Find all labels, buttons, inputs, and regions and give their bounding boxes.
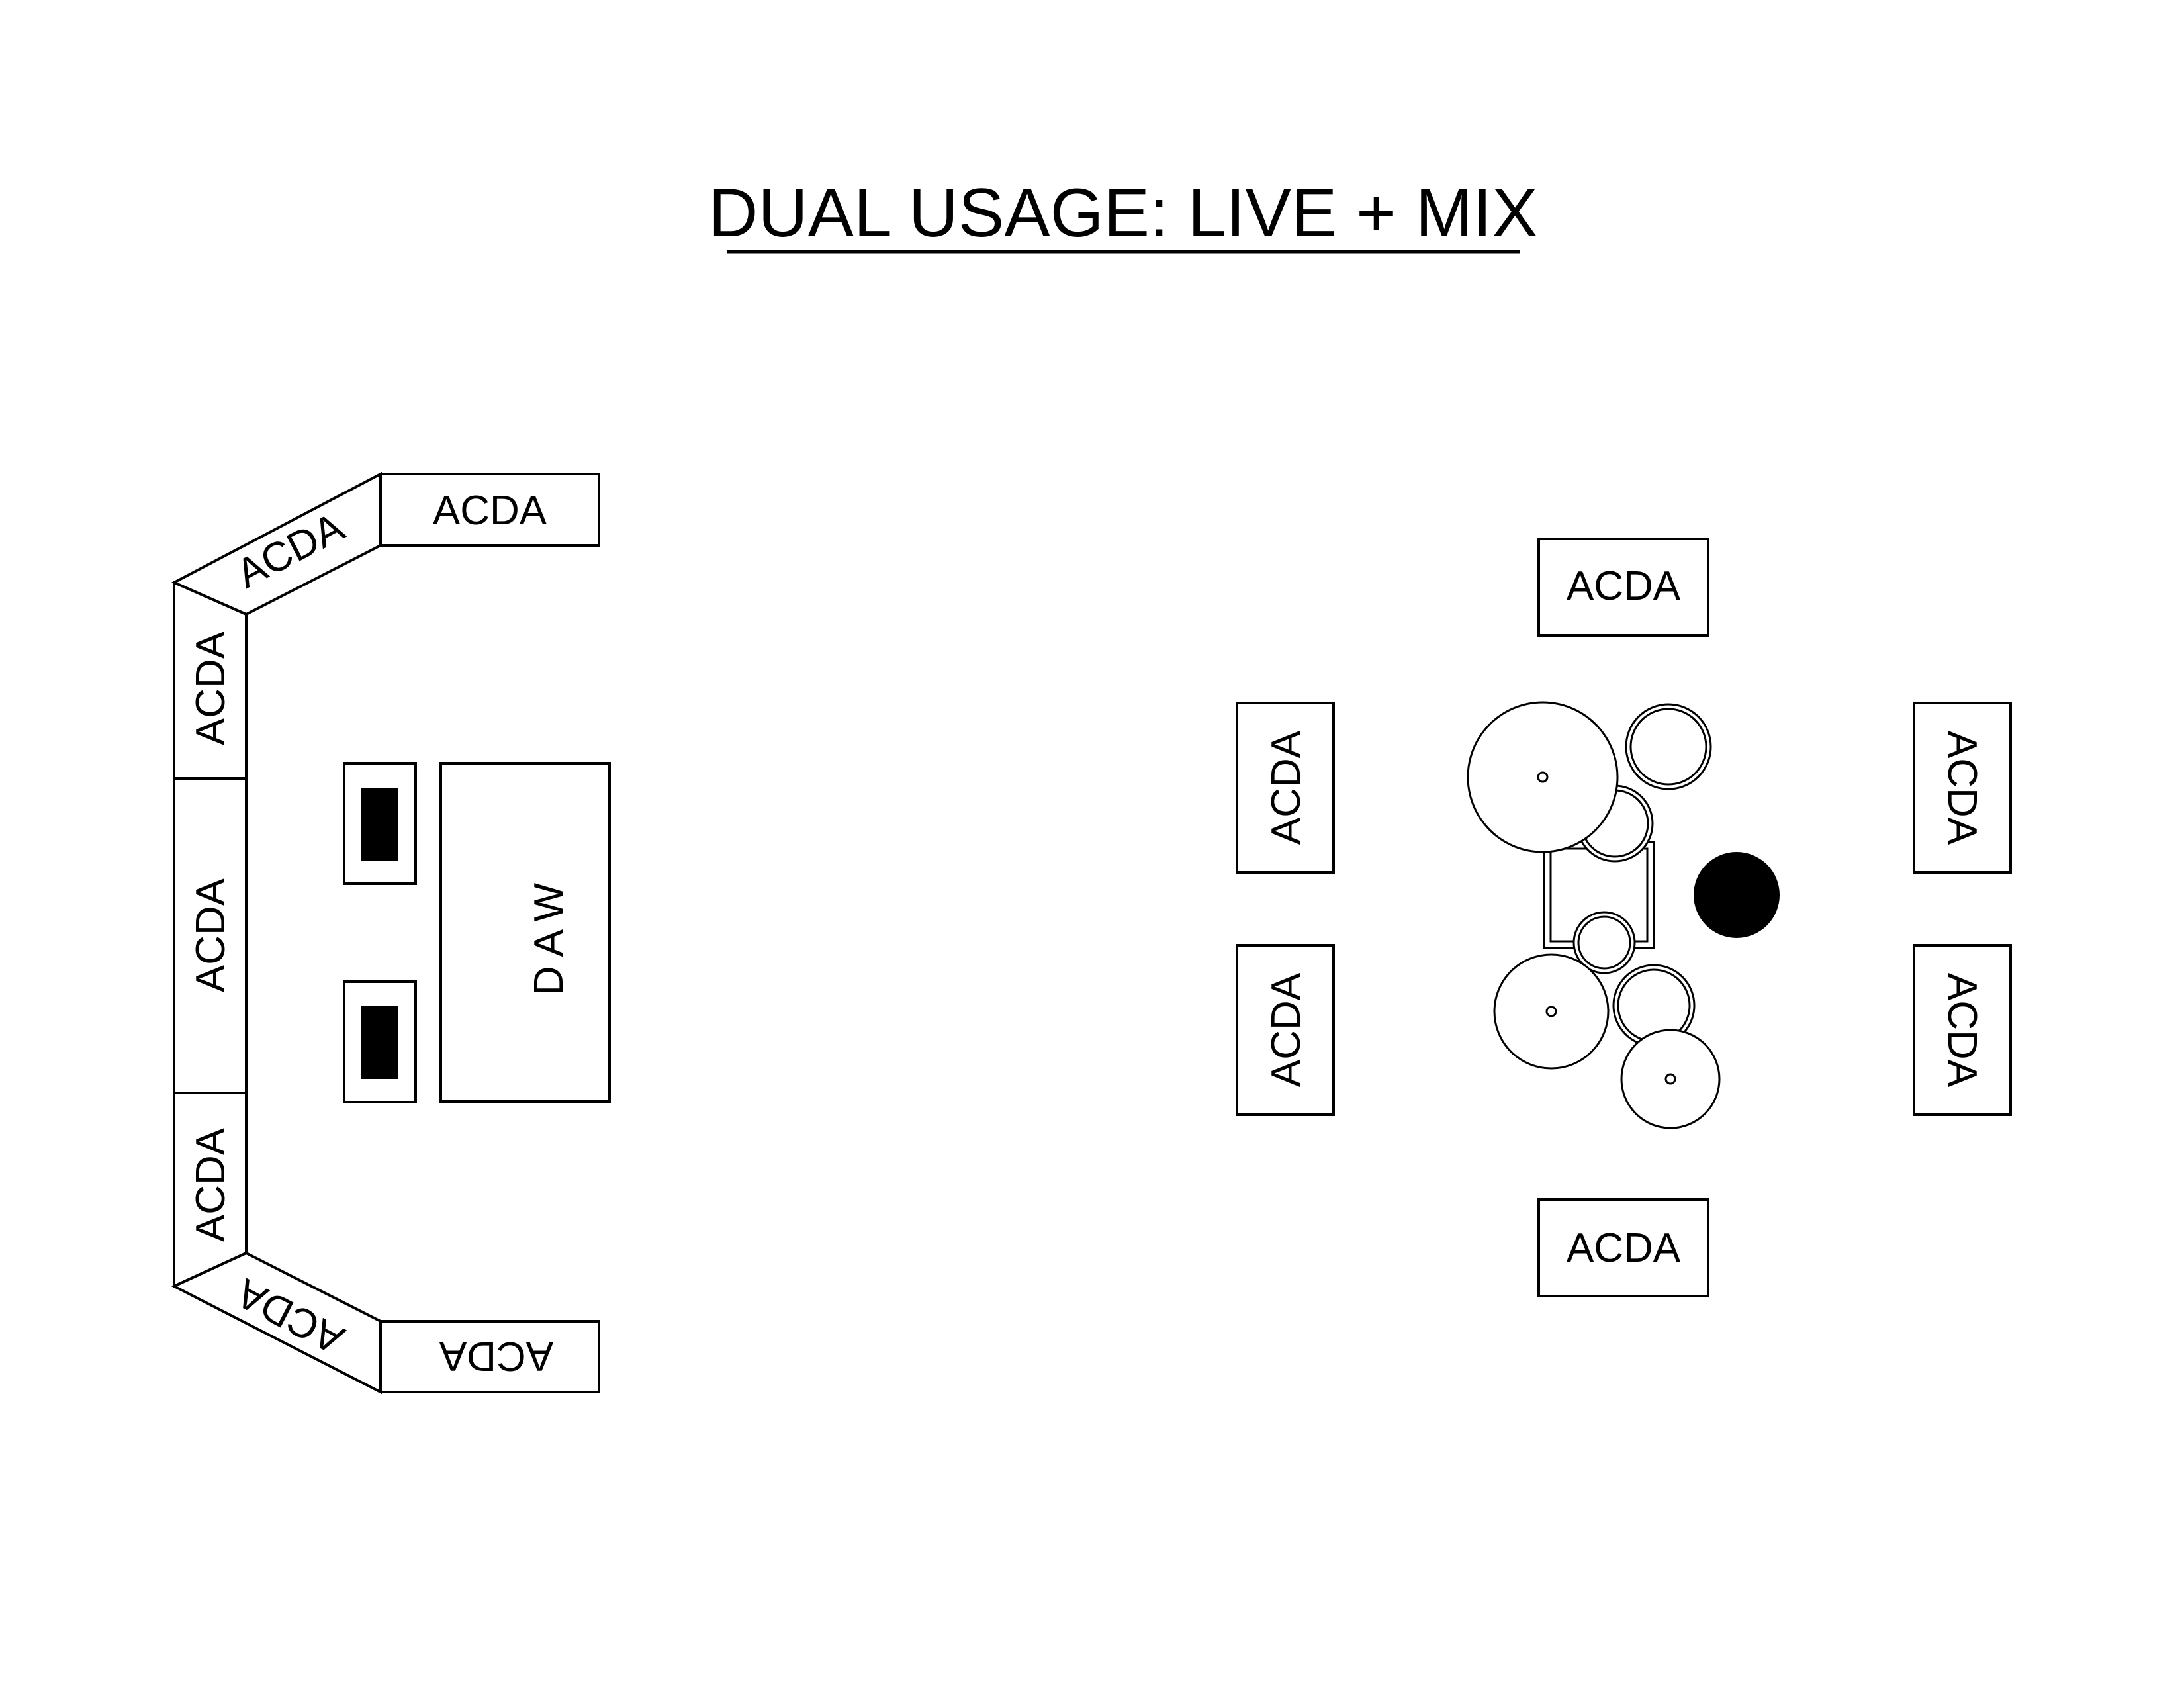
acoustic-panel-left-lower: ACDA — [1236, 944, 1335, 1116]
panel-label: ACDA — [188, 1127, 234, 1242]
panel-shape — [379, 1320, 600, 1393]
panel-shape — [1236, 944, 1335, 1116]
acoustic-panel-bottom-angled: ACDA — [171, 1251, 382, 1395]
panel-shape — [1913, 944, 2012, 1116]
panel-shape — [1913, 702, 2012, 874]
daw-desk: DAW — [439, 762, 611, 1103]
acoustic-panel-left-upper: ACDA — [1236, 702, 1335, 874]
diagram-title: DUAL USAGE: LIVE + MIX — [708, 175, 1537, 252]
snare-drum-rim — [1577, 915, 1631, 970]
live-room: ACDA ACDA ACDA ACDA ACDA ACDA — [1236, 538, 2012, 1297]
acoustic-panel-bottom-right: ACDA — [379, 1320, 600, 1393]
acoustic-panel-bottom: ACDA — [1537, 1198, 1709, 1297]
panel-shape — [1236, 702, 1335, 874]
studio-monitor-icon — [343, 980, 417, 1103]
panel-label: ACDA — [188, 878, 234, 992]
panel-shape — [1537, 538, 1709, 637]
desk-shape — [439, 762, 611, 1103]
monitor-driver — [361, 1006, 398, 1079]
panel-label: ACDA — [433, 488, 547, 534]
panel-shape — [1537, 1198, 1709, 1297]
acoustic-panel-top-angled: ACDA — [171, 471, 382, 616]
panel-shape — [173, 777, 248, 1094]
diagram-title-group: DUAL USAGE: LIVE + MIX — [708, 175, 1538, 254]
acoustic-panel-left-upper: ACDA — [173, 580, 248, 780]
acoustic-panel-top-right: ACDA — [379, 473, 600, 547]
studio-monitor-icon — [343, 762, 417, 885]
drum-kit-icon — [1467, 701, 1721, 1129]
panel-label: ACDA — [1567, 1225, 1681, 1271]
panel-label: ACDA — [1939, 973, 1985, 1088]
acoustic-panel-right-lower: ACDA — [1913, 944, 2012, 1116]
acoustic-panel-left-lower: ACDA — [173, 1092, 248, 1289]
panel-label: ACDA — [439, 1333, 553, 1379]
floor-tom-rim — [1629, 708, 1707, 786]
acoustic-panel-top: ACDA — [1537, 538, 1709, 637]
monitor-driver — [361, 788, 398, 861]
acoustic-panel-left-middle: ACDA — [173, 777, 248, 1094]
panel-label: ACDA — [1567, 563, 1681, 609]
panel-label: ACDA — [188, 631, 234, 745]
panel-label: ACDA — [1263, 972, 1309, 1087]
ride-cymbal-bell — [1537, 771, 1549, 783]
panel-label: ACDA — [1263, 730, 1309, 845]
crash-cymbal-bell — [1664, 1073, 1676, 1085]
drummer-seat-icon — [1694, 852, 1780, 938]
daw-label: DAW — [526, 874, 572, 996]
mix-room: ACDA ACDA ACDA ACDA ACDA ACDA — [171, 471, 611, 1395]
acoustic-panel-right-upper: ACDA — [1913, 702, 2012, 874]
hi-hat-bell — [1545, 1006, 1557, 1017]
panel-label: ACDA — [1939, 731, 1985, 845]
